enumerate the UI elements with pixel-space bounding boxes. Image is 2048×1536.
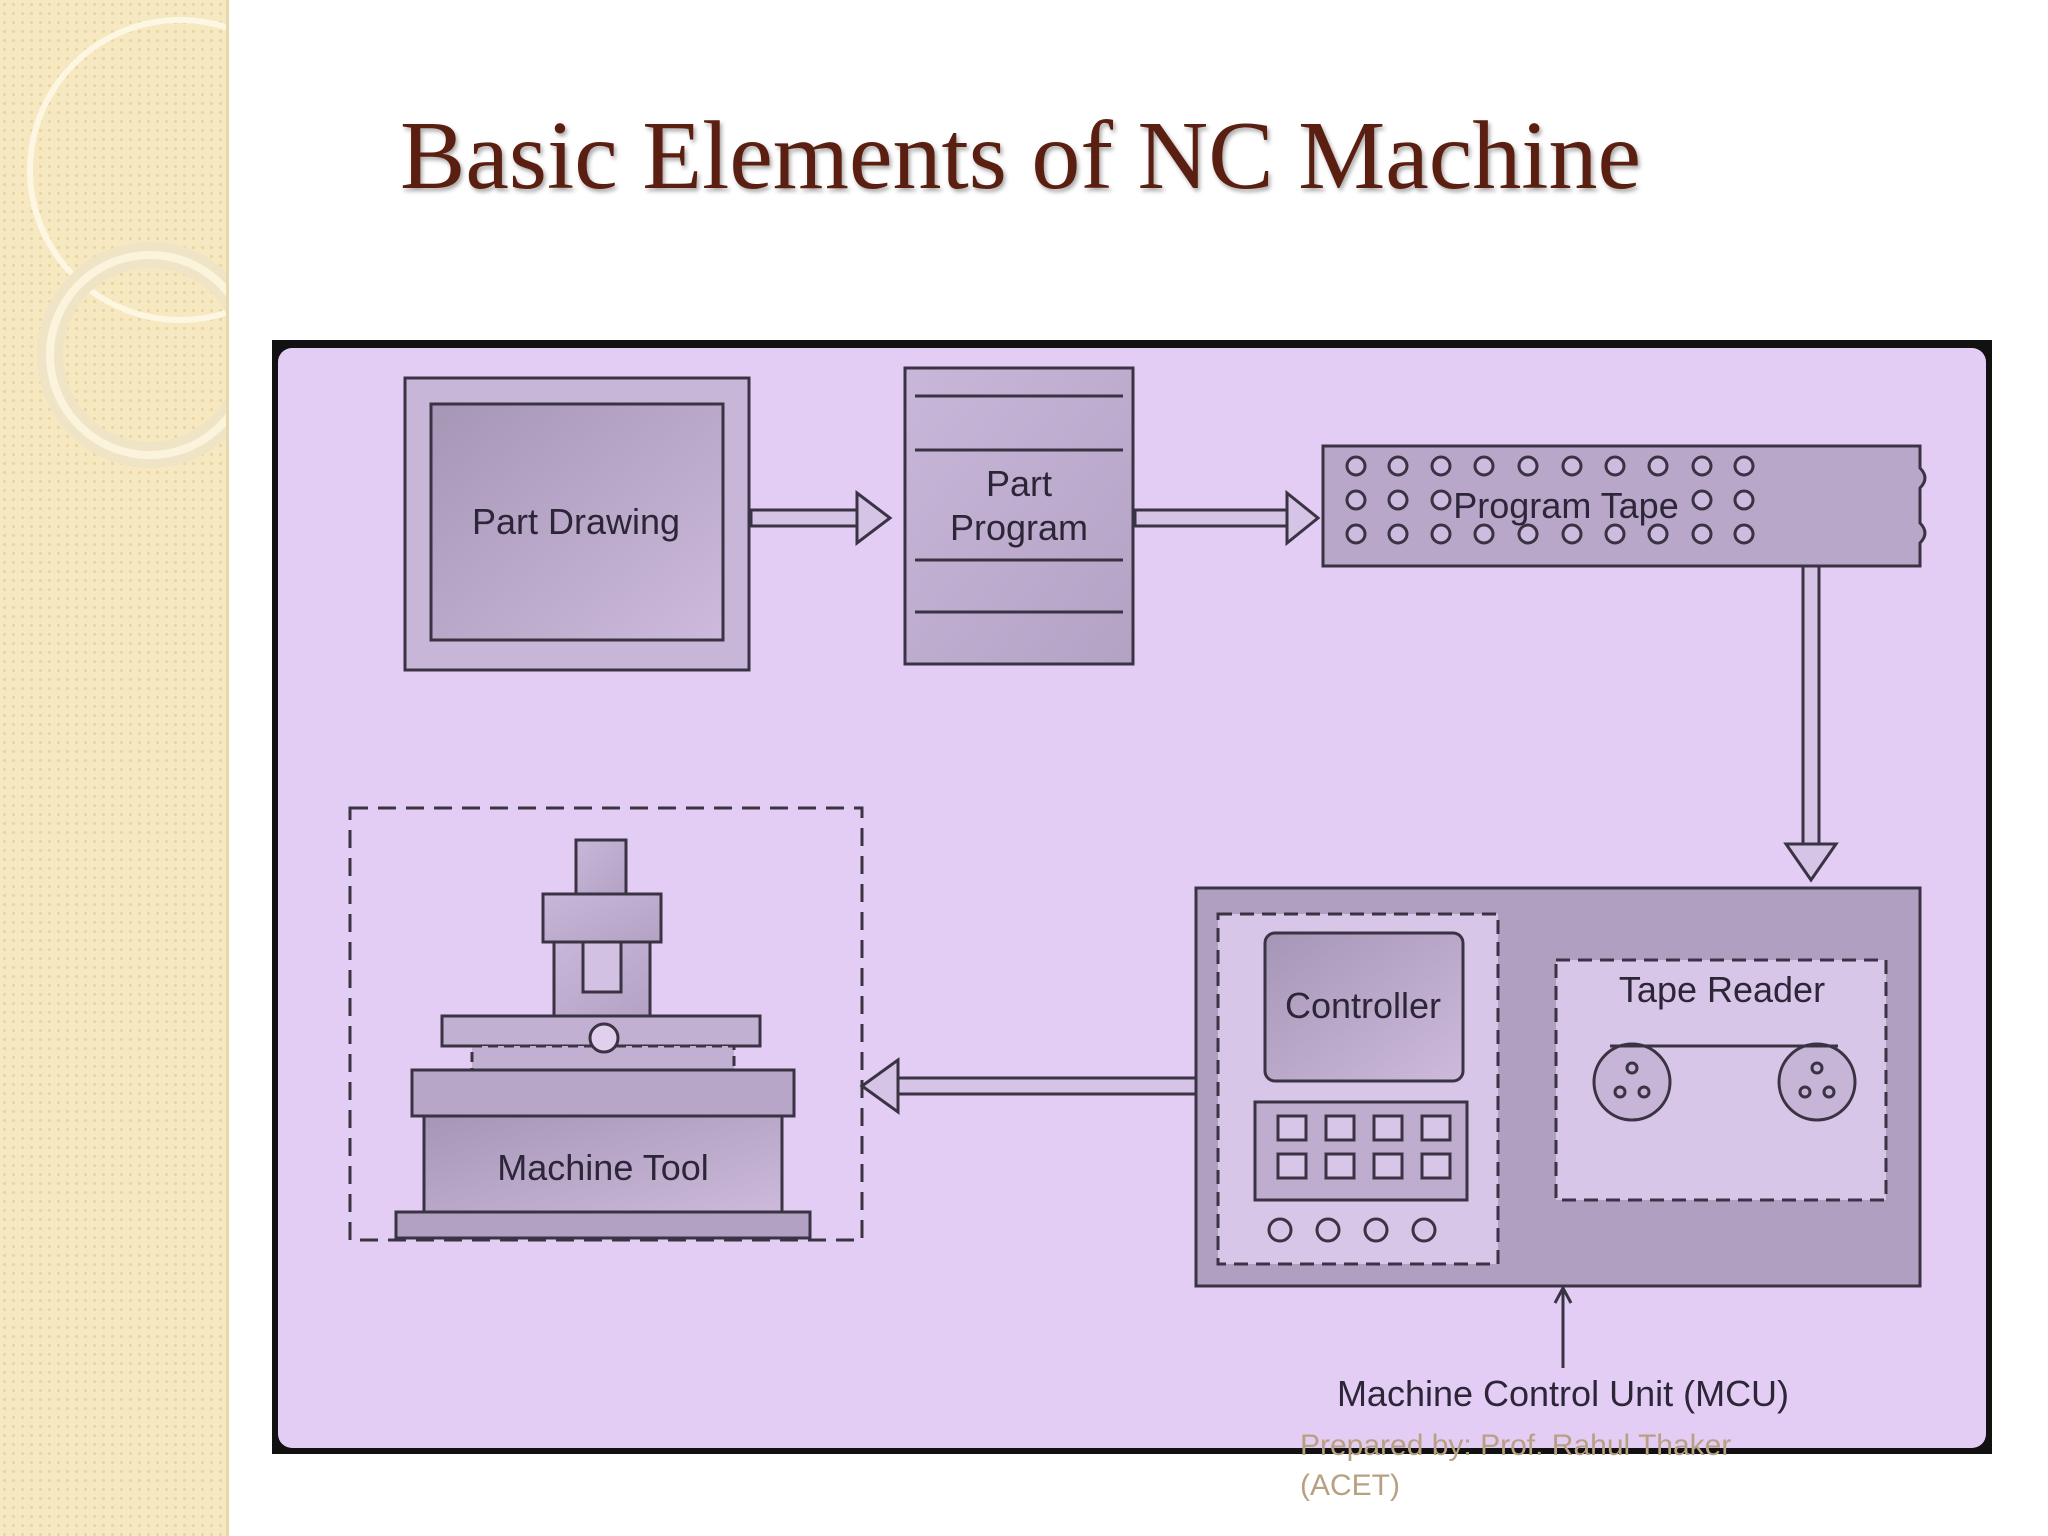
program-tape-label: Program Tape: [1453, 485, 1678, 526]
tape-hole: [1473, 523, 1495, 545]
keypad-key: [1372, 1152, 1404, 1180]
part-program-label-line2: Program: [950, 507, 1088, 548]
tape-hole: [1387, 523, 1409, 545]
mcu-pointer-line: [1553, 1284, 1573, 1368]
tape-hole: [1430, 489, 1452, 511]
program-tape-block: [1321, 444, 1927, 568]
controller-knobs: [1267, 1217, 1437, 1243]
slide-title: Basic Elements of NC Machine: [400, 102, 1642, 210]
diagram-photo-frame: Part Drawing Part Program Program Tape C…: [272, 340, 1992, 1454]
tape-hole: [1473, 455, 1495, 477]
part-drawing-label: Part Drawing: [472, 501, 680, 542]
arrow-mcu-to-machine: [859, 1057, 1198, 1115]
keypad-key: [1324, 1114, 1356, 1142]
controller-keypad: [1276, 1114, 1452, 1180]
machine-tool-block: [348, 806, 864, 1242]
tape-hole: [1691, 489, 1713, 511]
tape-hole: [1647, 455, 1669, 477]
controller-label: Controller: [1285, 985, 1441, 1026]
tape-hole: [1517, 455, 1539, 477]
footer-credit: Prepared by: Prof. Rahul Thaker (ACET): [1300, 1426, 1820, 1506]
tape-hole: [1430, 455, 1452, 477]
tape-hole: [1733, 455, 1755, 477]
control-knob: [1411, 1217, 1437, 1243]
tape-hole: [1604, 523, 1626, 545]
tape-hole: [1561, 523, 1583, 545]
tape-hole: [1691, 455, 1713, 477]
tape-hole: [1430, 523, 1452, 545]
tape-hole: [1733, 489, 1755, 511]
arrow-tape-to-mcu: [1783, 564, 1839, 883]
mcu-block: [1194, 886, 1922, 1288]
arrow-program-to-tape: [1133, 489, 1321, 547]
tape-reader-label: Tape Reader: [1619, 969, 1825, 1010]
decorative-sidebar: [0, 0, 228, 1536]
nc-machine-diagram: Part Drawing Part Program Program Tape C…: [348, 366, 1927, 1414]
keypad-key: [1276, 1152, 1308, 1180]
tape-hole: [1387, 455, 1409, 477]
tape-hole: [1561, 455, 1583, 477]
part-program-label-line1: Part: [986, 463, 1052, 504]
tape-hole: [1345, 523, 1367, 545]
machine-tool-label: Machine Tool: [497, 1147, 708, 1188]
arrow-drawing-to-program: [749, 489, 893, 547]
tape-hole: [1691, 523, 1713, 545]
control-knob: [1315, 1217, 1341, 1243]
tape-hole: [1517, 523, 1539, 545]
footer-author: Prepared by: Prof. Rahul Thaker: [1300, 1429, 1732, 1462]
sidebar-divider: [226, 0, 229, 1536]
keypad-key: [1324, 1152, 1356, 1180]
tape-hole: [1604, 455, 1626, 477]
footer-institution: (ACET): [1300, 1469, 1400, 1502]
tape-hole: [1387, 489, 1409, 511]
control-knob: [1267, 1217, 1293, 1243]
tape-hole: [1345, 455, 1367, 477]
part-drawing-block: [403, 376, 751, 672]
control-knob: [1363, 1217, 1389, 1243]
tape-hole: [1733, 523, 1755, 545]
diagram-photo: Part Drawing Part Program Program Tape C…: [278, 348, 1986, 1448]
keypad-key: [1372, 1114, 1404, 1142]
keypad-key: [1420, 1114, 1452, 1142]
tape-hole: [1647, 523, 1669, 545]
tape-holes: [1345, 455, 1755, 545]
part-program-block: [903, 366, 1135, 666]
keypad-key: [1420, 1152, 1452, 1180]
keypad-key: [1276, 1114, 1308, 1142]
mcu-label: Machine Control Unit (MCU): [1337, 1373, 1789, 1414]
sidebar-rings-icon: [27, 17, 228, 468]
tape-hole: [1345, 489, 1367, 511]
